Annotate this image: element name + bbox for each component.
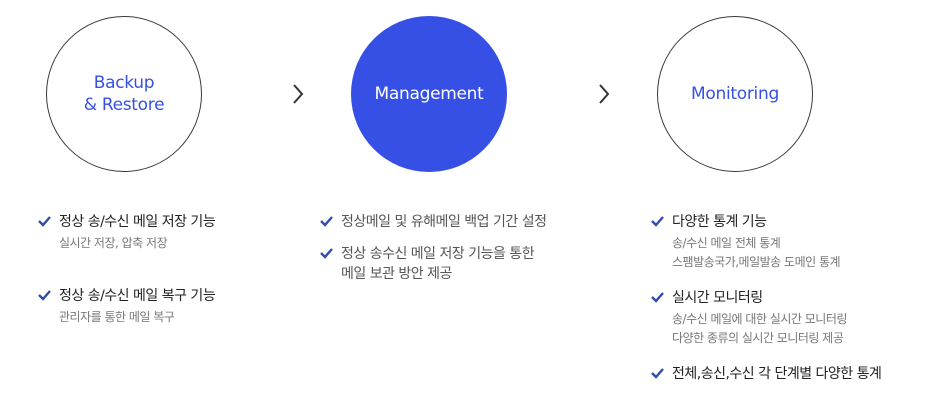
check-icon <box>320 248 333 259</box>
feature-list-management: 정상메일 및 유해메일 백업 기간 설정 정상 송수신 메일 저장 기능을 통한… <box>319 212 547 284</box>
check-icon <box>651 368 664 379</box>
stage-backup-restore: Backup & Restore <box>46 16 202 172</box>
check-icon <box>320 216 333 227</box>
item-desc: 실시간 저장, 압축 저장 <box>59 236 168 250</box>
item-desc: 관리자를 통한 메일 복구 <box>59 310 175 324</box>
item-title: 정상메일 및 유해메일 백업 기간 설정 <box>341 214 547 230</box>
list-item: 정상 송/수신 메일 저장 기능 실시간 저장, 압축 저장 <box>37 212 216 253</box>
check-icon <box>38 216 51 227</box>
item-title: 정상 송/수신 메일 저장 기능 <box>59 214 216 230</box>
list-item: 정상메일 및 유해메일 백업 기간 설정 <box>319 212 547 232</box>
item-title: 다양한 통계 기능 <box>672 214 767 230</box>
chevron-right-icon <box>599 84 610 104</box>
list-item: 다양한 통계 기능 송/수신 메일 전체 통계 스팸발송국가,메일발송 도메인 … <box>650 212 881 272</box>
list-item: 정상 송/수신 메일 복구 기능 관리자를 통한 메일 복구 <box>37 286 216 327</box>
chevron-right-icon <box>293 84 304 104</box>
item-desc: 송/수신 메일 전체 통계 스팸발송국가,메일발송 도메인 통계 <box>672 236 841 269</box>
check-icon <box>38 290 51 301</box>
list-item: 정상 송수신 메일 저장 기능을 통한 메일 보관 방안 제공 <box>319 244 546 284</box>
item-title: 실시간 모니터링 <box>672 290 763 306</box>
list-item: 전체,송신,수신 각 단계별 다양한 통계 <box>650 364 882 384</box>
check-icon <box>651 216 664 227</box>
feature-list-monitoring: 다양한 통계 기능 송/수신 메일 전체 통계 스팸발송국가,메일발송 도메인 … <box>650 212 882 384</box>
item-title: 정상 송/수신 메일 복구 기능 <box>59 288 216 304</box>
item-desc: 송/수신 메일에 대한 실시간 모니터링 다양한 종류의 실시간 모니터링 제공 <box>672 312 847 345</box>
stage-label: Management <box>374 84 484 104</box>
stage-label: Monitoring <box>691 84 779 104</box>
stage-monitoring: Monitoring <box>657 16 813 172</box>
feature-list-backup: 정상 송/수신 메일 저장 기능 실시간 저장, 압축 저장 정상 송/수신 메… <box>37 212 216 327</box>
stage-management: Management <box>351 16 507 172</box>
stage-label: Backup & Restore <box>83 73 165 115</box>
list-item: 실시간 모니터링 송/수신 메일에 대한 실시간 모니터링 다양한 종류의 실시… <box>650 288 881 348</box>
item-title: 전체,송신,수신 각 단계별 다양한 통계 <box>672 366 882 382</box>
check-icon <box>651 292 664 303</box>
item-title: 정상 송수신 메일 저장 기능을 통한 메일 보관 방안 제공 <box>341 246 535 282</box>
